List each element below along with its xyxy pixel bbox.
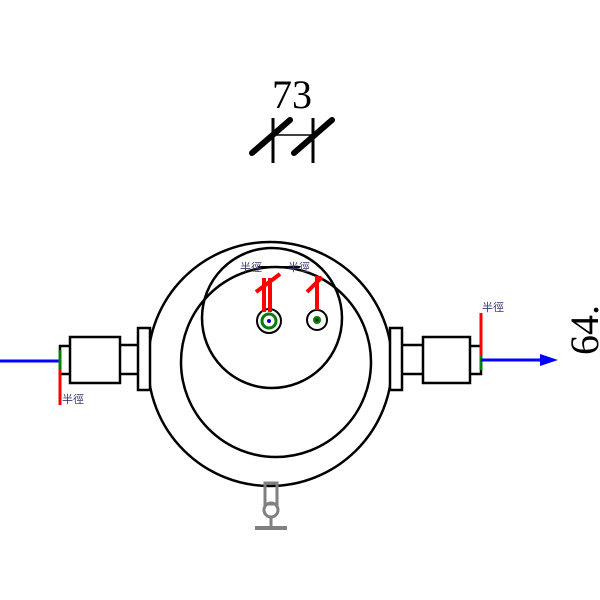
axis-arrow-icon [540,354,558,366]
dimension-tick-left [249,117,293,156]
inner-circle [179,265,373,459]
right-connector[interactable] [388,326,483,392]
bottom-stand [255,481,287,530]
left-connector[interactable] [58,326,152,392]
top-dimension-value: 73 [272,72,312,117]
hole-1[interactable] [256,308,282,334]
hole-2-radius-label: 半徑 [288,260,310,274]
top-circle [200,246,344,390]
right-radius-label: 半徑 [482,300,504,314]
left-radius-label: 半徑 [62,392,84,406]
hole-1-radius-label: 半徑 [240,260,262,274]
dimension-tick-right [291,117,335,156]
hole-2[interactable] [306,309,328,331]
hole-radius-markers [254,272,324,312]
top-dimension[interactable]: 73 [249,72,335,163]
right-dimension-value: 64. [562,305,600,355]
